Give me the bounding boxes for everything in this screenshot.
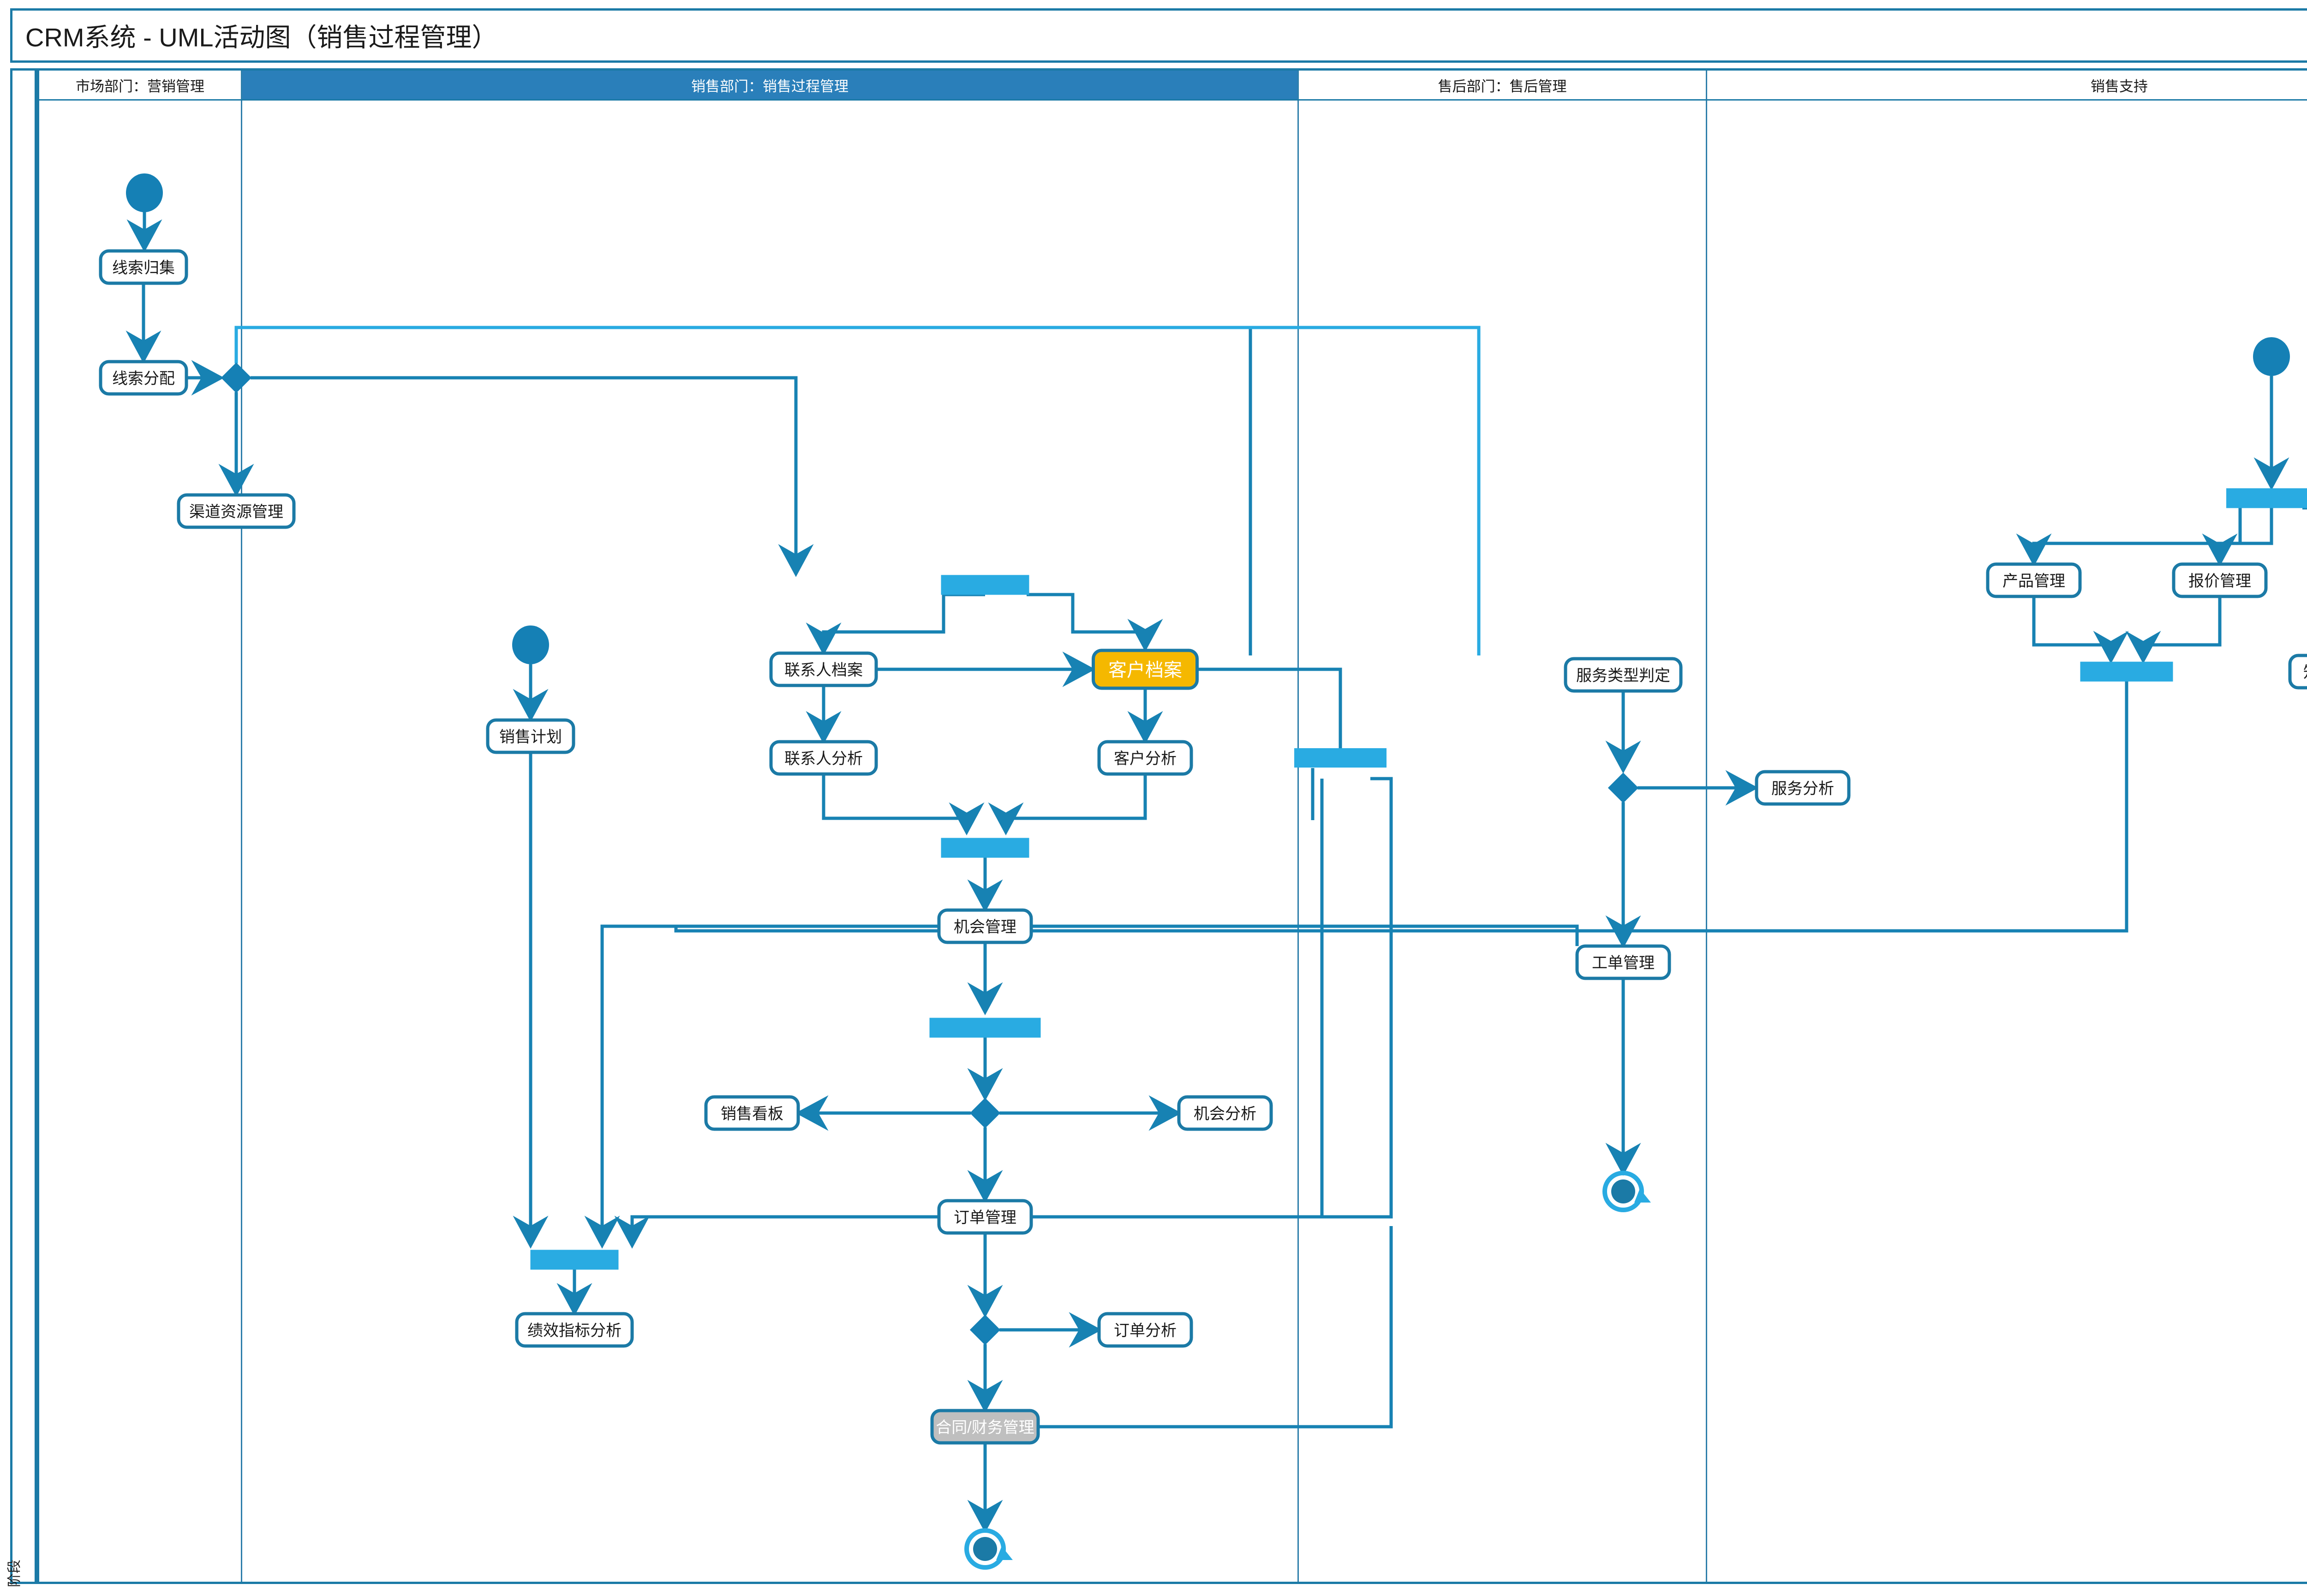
swimlane-body: 线索归集线索分配渠道资源管理销售计划联系人档案客户档案联系人分析客户分析机会管理… (39, 101, 2307, 1582)
lane-body-sales (242, 101, 1299, 1582)
lane-header-marketing[interactable]: 市场部门：营销管理 (39, 71, 242, 99)
swimlane-header-row: 市场部门：营销管理 销售部门：销售过程管理 售后部门：售后管理 销售支持 (39, 71, 2307, 101)
swimlane-container: 市场部门：营销管理 销售部门：销售过程管理 售后部门：售后管理 销售支持 (37, 68, 2307, 1584)
lane-body-service (1299, 101, 1707, 1582)
lane-body-support (1707, 101, 2307, 1582)
lane-header-support[interactable]: 销售支持 (1707, 71, 2307, 99)
lane-header-marketing-label: 市场部门：营销管理 (76, 78, 204, 95)
lane-header-sales-label: 销售部门：销售过程管理 (691, 78, 849, 95)
lane-header-service-label: 售后部门：售后管理 (1438, 78, 1567, 95)
diagram-title-bar: CRM系统 - UML活动图（销售过程管理） (10, 8, 2307, 63)
stage-column: 阶段 (7, 68, 37, 1587)
stage-label: 阶段 (7, 1560, 22, 1587)
lane-header-support-label: 销售支持 (2091, 78, 2148, 95)
lane-header-sales[interactable]: 销售部门：销售过程管理 (242, 71, 1299, 99)
page-title: CRM系统 - UML活动图（销售过程管理） (25, 23, 498, 52)
lane-header-service[interactable]: 售后部门：售后管理 (1299, 71, 1707, 99)
lane-body-marketing (39, 101, 242, 1582)
